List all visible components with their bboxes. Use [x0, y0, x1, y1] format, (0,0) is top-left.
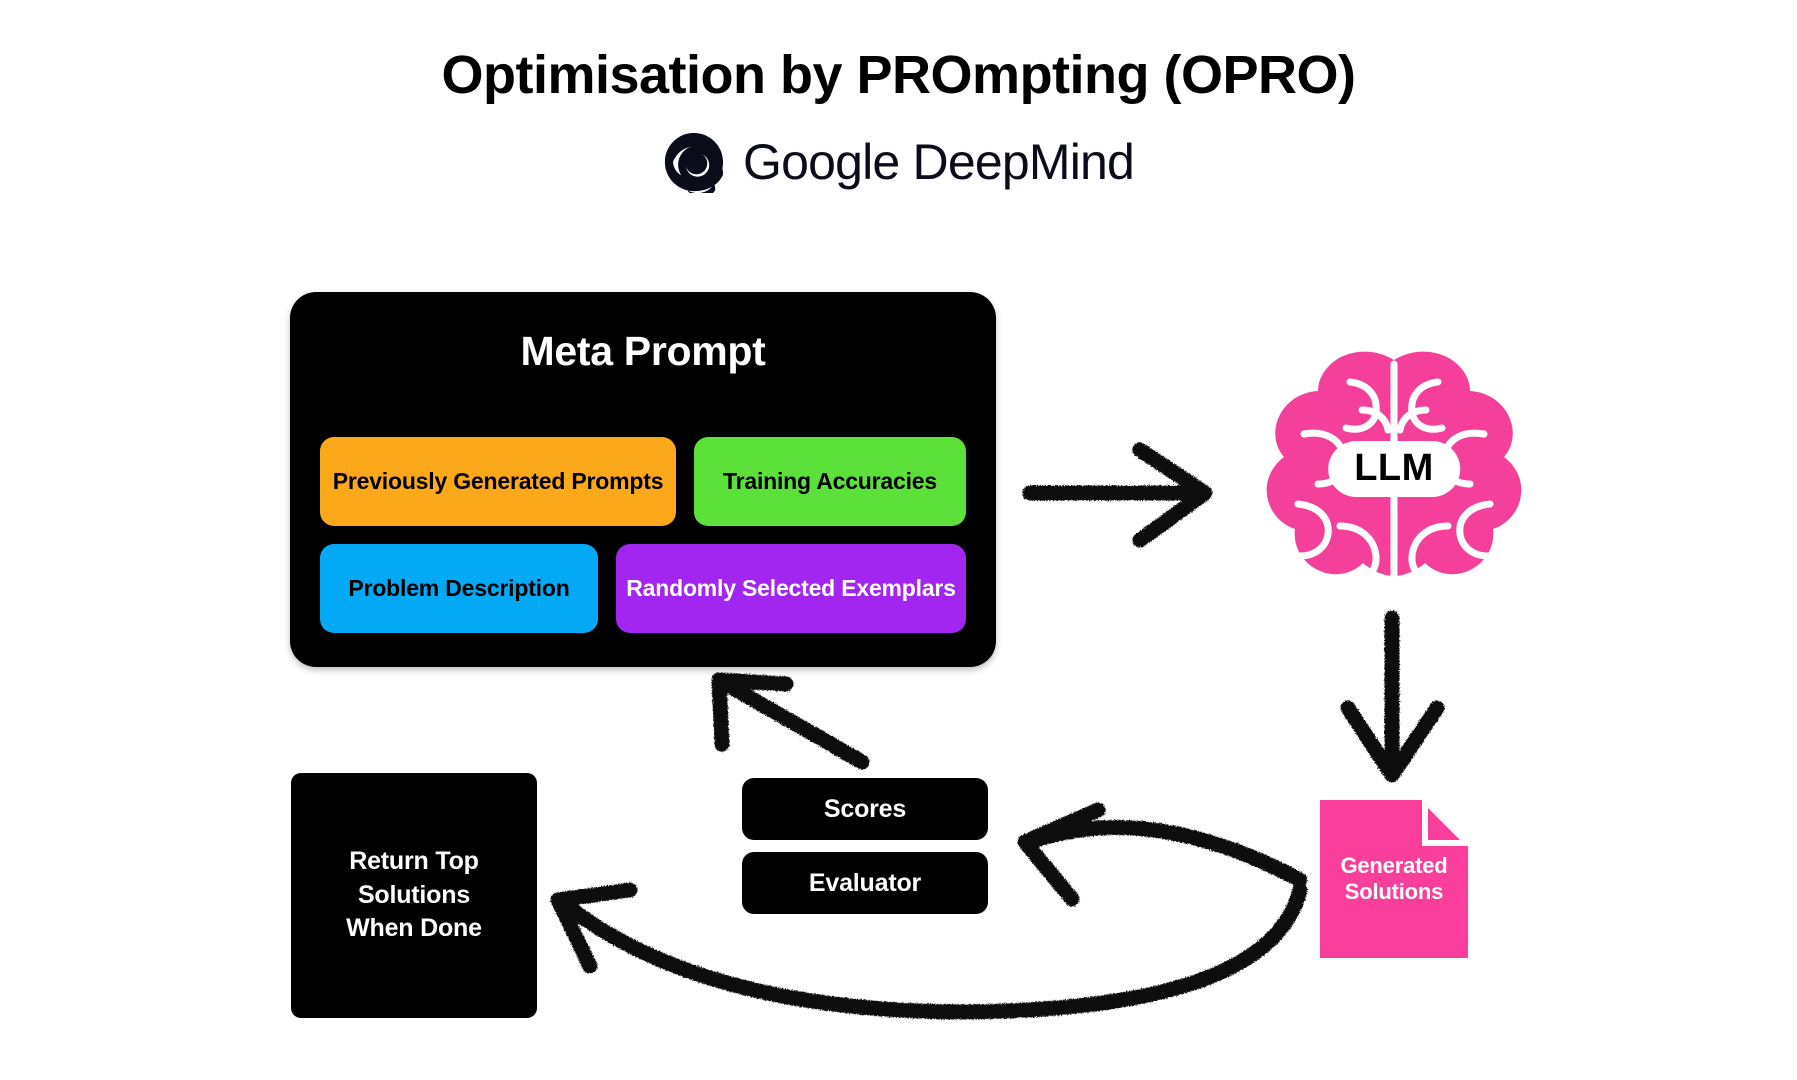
arrow-llm-to-generated-solutions: [1340, 610, 1445, 783]
chip-previously-generated-prompts[interactable]: Previously Generated Prompts: [320, 437, 676, 526]
chip-training-accuracies[interactable]: Training Accuracies: [694, 437, 966, 526]
generated-solutions-line1: Generated: [1340, 853, 1448, 879]
evaluator-box[interactable]: Evaluator: [742, 852, 988, 914]
brand-lockup: Google DeepMind: [0, 131, 1797, 194]
generated-solutions-line2: Solutions: [1344, 879, 1444, 904]
arrow-meta-prompt-to-llm: [1022, 442, 1213, 548]
chip-problem-description[interactable]: Problem Description: [320, 544, 598, 633]
brand-name: Google DeepMind: [742, 134, 1135, 191]
meta-prompt-panel[interactable]: Meta Prompt Previously Generated Prompts…: [290, 292, 996, 667]
chip-randomly-selected-exemplars[interactable]: Randomly Selected Exemplars: [616, 544, 966, 633]
document-icon: [1320, 800, 1468, 958]
llm-node[interactable]: LLM: [1240, 348, 1548, 600]
generated-solutions-label: Generated Solutions: [1320, 853, 1468, 905]
header: Optimisation by PROmpting (OPRO) Google …: [0, 0, 1797, 194]
scores-box[interactable]: Scores: [742, 778, 988, 840]
page-title: Optimisation by PROmpting (OPRO): [441, 45, 1357, 105]
llm-label: LLM: [1328, 440, 1460, 497]
arrow-scores-to-meta-prompt: [711, 672, 870, 770]
arrow-generated-solutions-to-evaluator: [1017, 802, 1308, 907]
deepmind-spiral-icon: [663, 131, 725, 194]
return-top-solutions-label: Return Top Solutions When Done: [346, 846, 482, 943]
return-top-solutions-box[interactable]: Return Top Solutions When Done: [291, 773, 537, 1018]
meta-prompt-chip-grid: Previously Generated Prompts Training Ac…: [320, 437, 966, 633]
generated-solutions-node[interactable]: Generated Solutions: [1320, 800, 1468, 958]
meta-prompt-title: Meta Prompt: [520, 328, 766, 374]
